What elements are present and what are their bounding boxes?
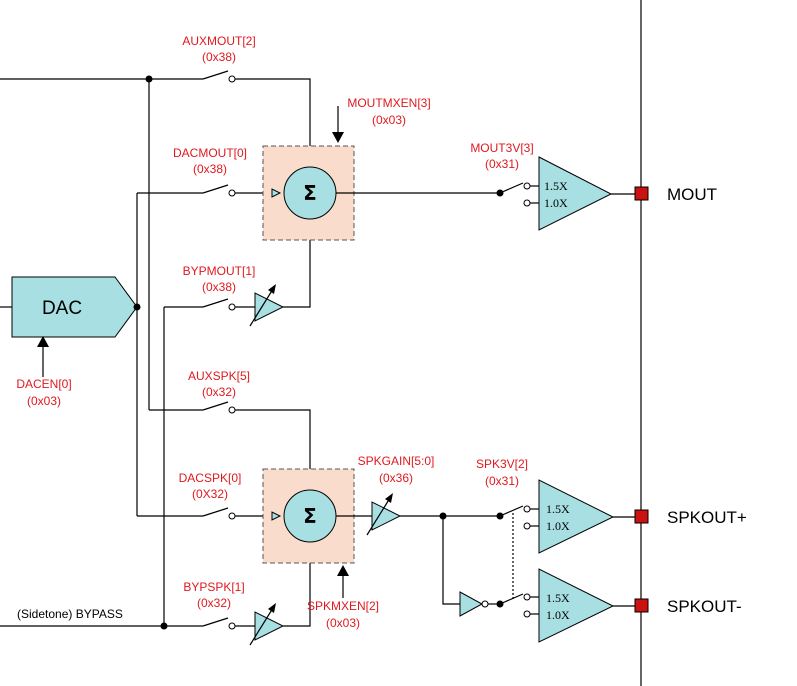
bypspk-gain-arrow-head	[268, 603, 276, 613]
moutmxen-label: MOUTMXEN[3]	[347, 96, 430, 110]
bypspk-gain-arrow	[249, 607, 274, 646]
mout3v-contact-low	[523, 199, 531, 207]
spkgain-arrow-head	[385, 493, 393, 503]
auxspk-wire	[235, 409, 311, 491]
moutmxen-arrow-head	[332, 132, 344, 143]
dac-label: DAC	[42, 298, 82, 319]
bypmout-gain-arrow-head	[268, 284, 276, 294]
bypmout-reg: (0x38)	[202, 280, 236, 294]
mout-mixer-left-arrow	[271, 188, 282, 198]
auxspk-reg: (0x32)	[202, 385, 236, 399]
spkout-pos-amp	[538, 479, 615, 554]
dac-block	[11, 276, 138, 338]
dacmout-switch-blade	[202, 184, 229, 194]
auxmout-switch-blade	[202, 70, 229, 80]
dac-junction-dot	[133, 303, 141, 311]
bypmout-gain-amp	[254, 292, 285, 322]
bypmout-gain-arrow	[249, 288, 274, 327]
dacspk-label: DACSPK[0]	[179, 471, 242, 485]
spk3v-reg: (0x31)	[485, 474, 519, 488]
spkout-pos-output-label: SPKOUT+	[667, 508, 747, 527]
bypspk-label: BYPSPK[1]	[183, 580, 244, 594]
mout-port	[634, 186, 649, 201]
spkout-neg-gain-high: 1.5X	[546, 591, 570, 605]
bypmout-wire	[283, 232, 311, 308]
dacspk-reg: (0X32)	[192, 487, 228, 501]
auxmout-reg: (0x38)	[202, 50, 236, 64]
spk3v-neg-switch-blade	[499, 593, 524, 605]
bypmout-switch-blade	[202, 298, 229, 308]
spk3v-contact-high	[523, 505, 531, 513]
spkmxen-arrow-head	[337, 565, 349, 576]
auxspk-label: AUXSPK[5]	[188, 369, 250, 383]
inverter-in-wire	[442, 516, 460, 605]
dacen-label: DACEN[0]	[16, 377, 71, 391]
mout-sigma-label: Σ	[303, 181, 317, 205]
mout-gain-low: 1.0X	[544, 196, 568, 210]
spkout-pos-port	[634, 509, 649, 524]
spkgain-reg: (0x36)	[379, 471, 413, 485]
bypspk-wire	[283, 555, 311, 627]
bypspk-switch-blade	[202, 617, 229, 627]
spkout-neg-output-label: SPKOUT-	[667, 597, 742, 616]
dacmout-switch-contact	[228, 189, 236, 197]
spkmxen-reg: (0x03)	[326, 616, 360, 630]
inverter-bubble	[481, 600, 489, 608]
spk3v-label: SPK3V[2]	[476, 457, 528, 471]
spk3v-neg-contact-high	[523, 593, 531, 601]
mout-gain-high: 1.5X	[544, 179, 568, 193]
spkout-neg-gain-low: 1.0X	[546, 608, 570, 622]
spkout-neg-port	[634, 598, 649, 613]
spkmxen-label: SPKMXEN[2]	[307, 599, 379, 613]
dacspk-switch-contact	[228, 512, 236, 520]
mout3v-switch-blade	[499, 182, 524, 194]
spk-sigma-label: Σ	[303, 504, 317, 528]
spkgain-arrow	[366, 497, 391, 536]
bypass-junction-dot	[160, 622, 168, 630]
auxmout-wire	[235, 78, 311, 154]
sidetone-bypass-label: (Sidetone) BYPASS	[17, 607, 123, 621]
auxspk-switch-blade	[202, 401, 229, 411]
moutmxen-reg: (0x03)	[372, 113, 406, 127]
mout3v-contact-high	[523, 182, 531, 190]
bypmout-switch-contact	[228, 303, 236, 311]
mout-output-amp	[538, 156, 613, 231]
bypspk-gain-amp	[254, 611, 285, 641]
dacen-reg: (0x03)	[27, 394, 61, 408]
bypmout-label: BYPMOUT[1]	[183, 264, 256, 278]
inverter-amp	[459, 591, 484, 617]
dacspk-switch-blade	[202, 507, 229, 517]
dacen-arrow-head	[37, 336, 49, 347]
spkout-pos-gain-high: 1.5X	[546, 502, 570, 516]
bypspk-switch-contact	[228, 622, 236, 630]
mout-output-label: MOUT	[667, 185, 717, 204]
spk-mixer-left-arrow	[271, 511, 282, 521]
spkgain-amp	[371, 501, 402, 531]
spk3v-switch-blade	[499, 505, 524, 517]
auxspk-switch-contact	[228, 406, 236, 414]
mout3v-label: MOUT3V[3]	[470, 141, 533, 155]
aux-junction-dot	[145, 75, 153, 83]
dacmout-reg: (0x38)	[193, 162, 227, 176]
spkout-pos-gain-low: 1.0X	[546, 519, 570, 533]
mout3v-reg: (0x31)	[485, 157, 519, 171]
auxmout-label: AUXMOUT[2]	[182, 34, 255, 48]
spkgain-label: SPKGAIN[5:0]	[358, 454, 435, 468]
bypspk-reg: (0x32)	[197, 596, 231, 610]
dacmout-label: DACMOUT[0]	[173, 146, 247, 160]
spk3v-neg-contact-low	[523, 610, 531, 618]
auxmout-switch-contact	[228, 75, 236, 83]
spkout-neg-amp	[538, 568, 615, 643]
spk3v-contact-low	[523, 522, 531, 530]
